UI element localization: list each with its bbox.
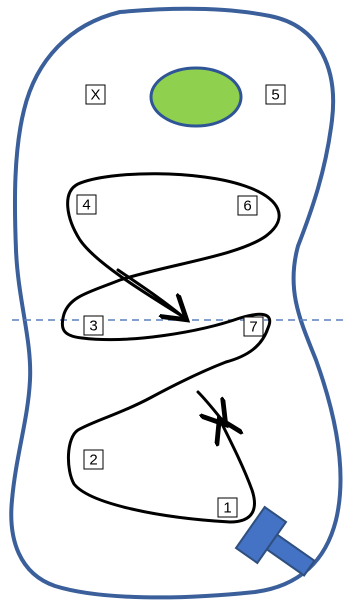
label-7: 7 <box>243 316 264 337</box>
label-2: 2 <box>83 449 104 470</box>
label-x-text: X <box>90 87 100 104</box>
label-4-box <box>76 194 97 215</box>
label-3: 3 <box>83 315 104 336</box>
path-loop-top <box>60 172 281 524</box>
label-3-text: 3 <box>89 318 97 335</box>
label-5-text: 5 <box>271 87 279 104</box>
label-7-box <box>243 316 264 337</box>
arrow-upper <box>116 268 182 316</box>
label-5-box <box>265 84 286 105</box>
label-4-text: 4 <box>82 197 90 214</box>
label-6-text: 6 <box>243 198 251 215</box>
label-2-text: 2 <box>89 452 97 469</box>
label-2-box <box>83 449 104 470</box>
green-ellipse <box>149 66 243 128</box>
outer-outline-shape <box>9 6 343 600</box>
label-5: 5 <box>265 84 286 105</box>
label-6-box <box>237 195 258 216</box>
arrow-lower <box>196 390 222 420</box>
hammer-tool-icon <box>234 505 316 577</box>
label-7-text: 7 <box>249 319 257 336</box>
label-1-text: 1 <box>223 500 231 517</box>
hammer-head <box>234 505 288 565</box>
label-1: 1 <box>217 497 238 518</box>
label-6: 6 <box>237 195 258 216</box>
label-x: X <box>85 84 106 105</box>
label-x-box <box>85 84 106 105</box>
label-4: 4 <box>76 194 97 215</box>
label-3-box <box>83 315 104 336</box>
label-1-box <box>217 497 238 518</box>
